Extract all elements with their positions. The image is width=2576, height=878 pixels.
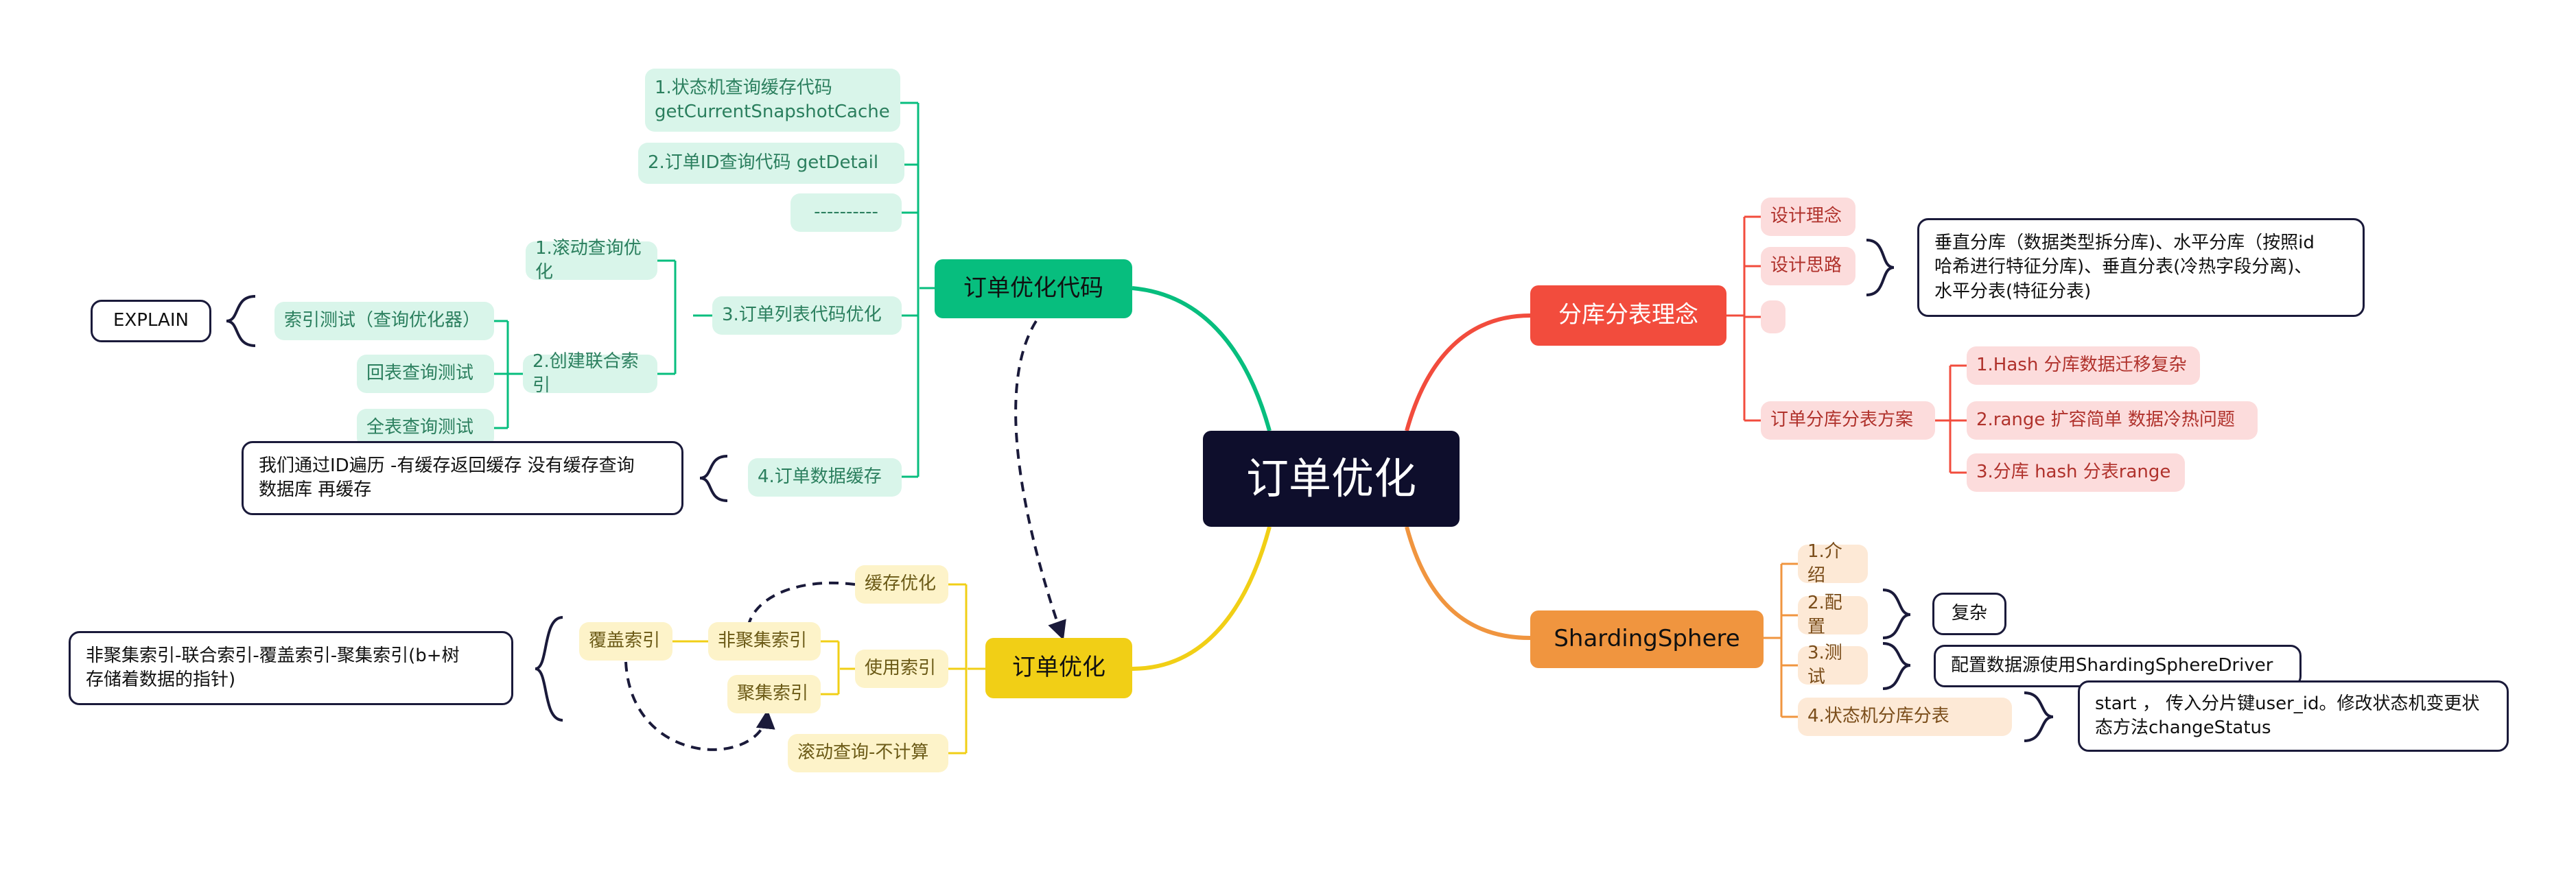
topic-order-id-query[interactable]: 2.订单ID查询代码 getDetail — [638, 143, 904, 184]
brace-explain — [226, 295, 256, 347]
topic-data-cache[interactable]: 4.订单数据缓存 — [748, 458, 902, 497]
topic-design-idea[interactable]: 设计理念 — [1761, 198, 1855, 236]
relation-cache-to-nonclustered — [736, 581, 856, 645]
note-config-complex[interactable]: 复杂 — [1932, 593, 2006, 635]
connector-root-opt — [1132, 526, 1272, 671]
topic-plan-range[interactable]: 2.range 扩容简单 数据冷热问题 — [1967, 401, 2258, 440]
topic-ss-intro[interactable]: 1.介绍 — [1798, 541, 1868, 586]
brace-complex — [1882, 589, 1911, 639]
note-cache-strategy[interactable]: 我们通过ID遍历 -有缓存返回缓存 没有缓存查询 数据库 再缓存 — [242, 441, 683, 515]
topic-plan-mixed[interactable]: 3.分库 hash 分表range — [1967, 453, 2185, 492]
topic-use-index[interactable]: 使用索引 — [855, 650, 948, 688]
topic-back-table-test[interactable]: 回表查询测试 — [357, 355, 494, 393]
topic-list-optimization[interactable]: 3.订单列表代码优化 — [712, 296, 902, 335]
topic-index-test[interactable]: 索引测试（查询优化器） — [274, 302, 494, 340]
topic-sharding-plan[interactable]: 订单分库分表方案 — [1761, 401, 1935, 440]
topic-ss-config[interactable]: 2.配置 — [1798, 593, 1868, 637]
brace-driver — [1882, 642, 1911, 690]
note-explain[interactable]: EXPLAIN — [91, 300, 211, 342]
topic-scroll-nocount[interactable]: 滚动查询-不计算 — [788, 734, 948, 772]
brace-design-note — [1866, 239, 1895, 296]
branch-order-opt[interactable]: 订单优化 — [985, 638, 1132, 698]
note-index-chain[interactable]: 非聚集索引-联合索引-覆盖索引-聚集索引(b+树 存储着数据的指针) — [69, 631, 513, 705]
note-fsm-detail[interactable]: start ， 传入分片键user_id。修改状态机变更状 态方法changeS… — [2078, 680, 2509, 752]
branch-order-code[interactable]: 订单优化代码 — [935, 259, 1132, 318]
topic-ss-test[interactable]: 3.测试 — [1798, 643, 1868, 687]
topic-empty[interactable] — [1761, 300, 1785, 333]
topic-state-cache[interactable]: 1.状态机查询缓存代码 getCurrentSnapshotCache — [645, 69, 900, 132]
connector-root-ss — [1405, 526, 1531, 640]
topic-covering-index[interactable]: 覆盖索引 — [579, 622, 672, 661]
relation-code-to-opt — [1014, 320, 1066, 641]
connector-root-sharding — [1405, 313, 1531, 431]
topic-plan-hash[interactable]: 1.Hash 分库数据迁移复杂 — [1967, 346, 2200, 385]
note-design-detail[interactable]: 垂直分库（数据类型拆分库)、水平分库（按照id 哈希进行特征分库)、垂直分表(冷… — [1917, 218, 2365, 317]
topic-cache-opt[interactable]: 缓存优化 — [855, 565, 948, 604]
topic-scroll-query[interactable]: 1.滚动查询优化 — [526, 238, 657, 283]
topic-ss-fsm[interactable]: 4.状态机分库分表 — [1798, 698, 2012, 736]
note-test-driver[interactable]: 配置数据源使用ShardingSphereDriver — [1934, 645, 2302, 687]
relation-covering-to-clustered — [624, 661, 775, 751]
topic-dashes[interactable]: ---------- — [791, 193, 902, 232]
brace-fsm-note — [2024, 691, 2054, 742]
branch-shardingsphere[interactable]: ShardingSphere — [1530, 610, 1764, 668]
topic-design-thought[interactable]: 设计思路 — [1761, 247, 1855, 285]
topic-full-table-test[interactable]: 全表查询测试 — [357, 409, 494, 447]
branch-sharding-idea[interactable]: 分库分表理念 — [1530, 285, 1726, 346]
root-topic[interactable]: 订单优化 — [1203, 431, 1460, 527]
brace-cache-note — [699, 455, 728, 502]
topic-nonclustered-index[interactable]: 非聚集索引 — [708, 622, 821, 661]
topic-clustered-index[interactable]: 聚集索引 — [727, 675, 821, 713]
brace-index-note — [535, 616, 563, 722]
connector-root-code — [1132, 286, 1272, 431]
topic-joint-index[interactable]: 2.创建联合索引 — [523, 351, 657, 396]
